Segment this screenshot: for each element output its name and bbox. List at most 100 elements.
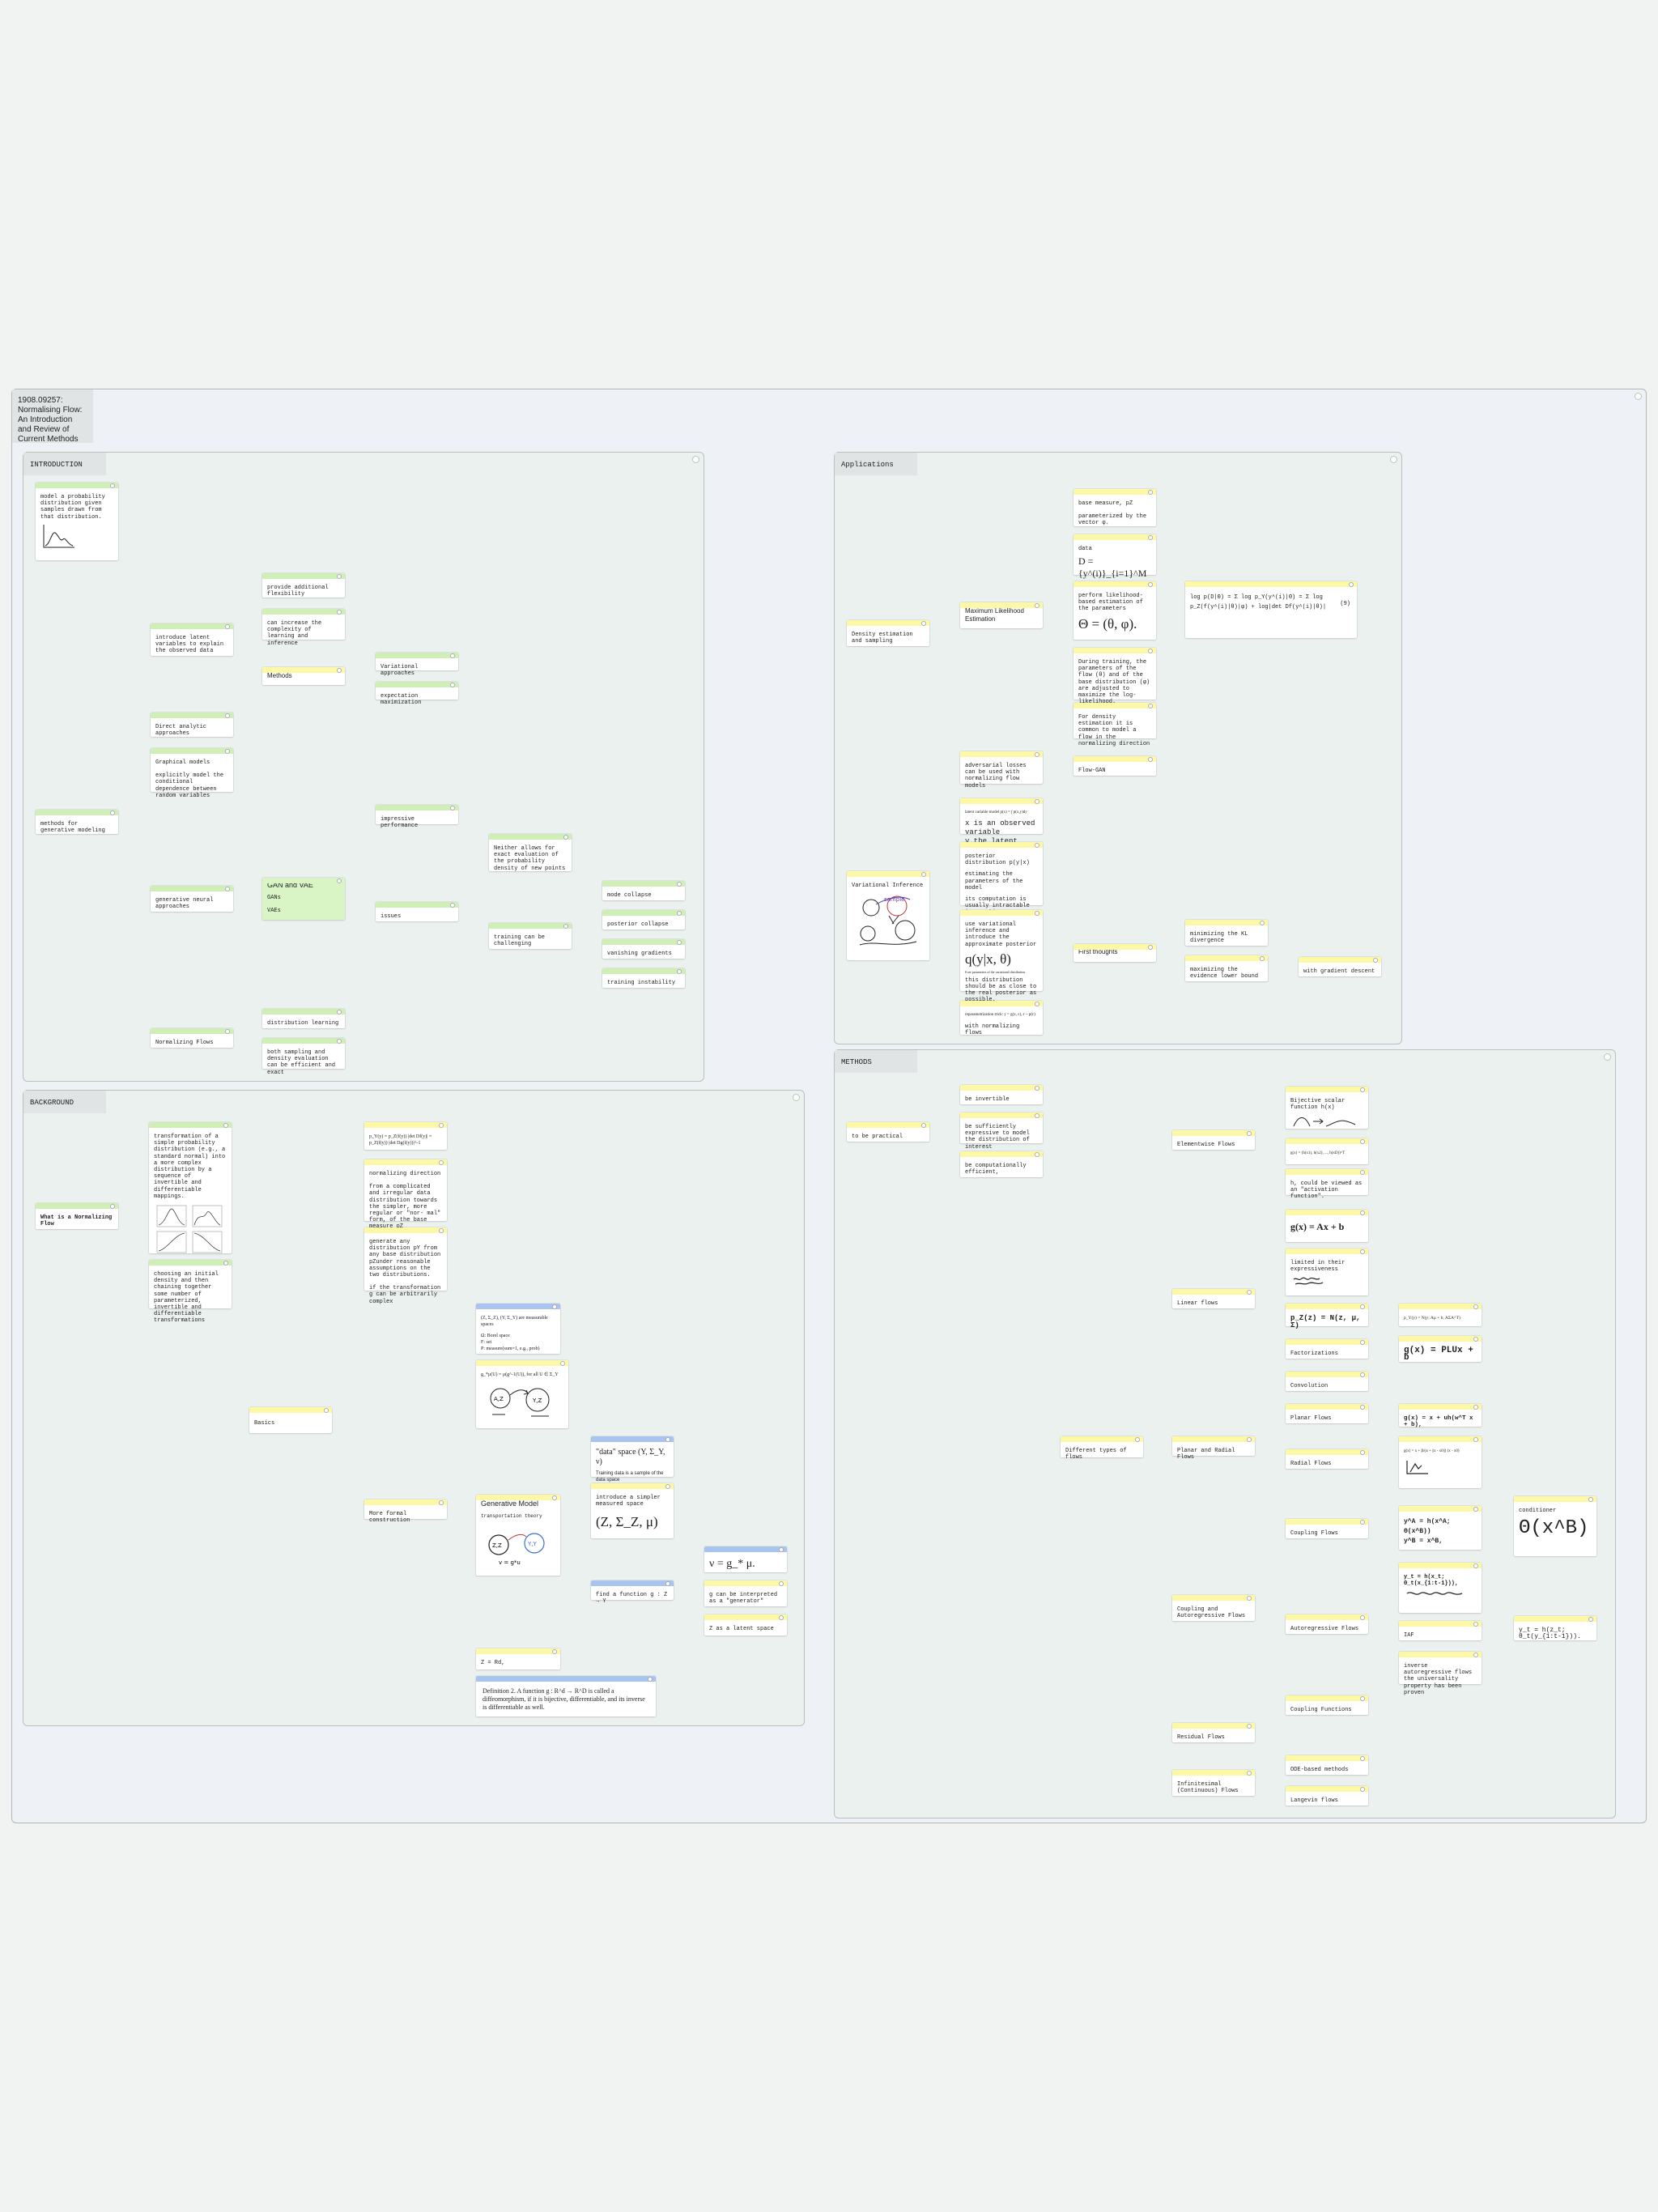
note-linear-eq[interactable]: g(x) = Ax + b — [1286, 1210, 1368, 1242]
note-efficient[interactable]: be computationally efficient, — [960, 1151, 1043, 1177]
note-flow-gan[interactable]: Flow-GAN — [1073, 756, 1156, 776]
note-increase-complexity[interactable]: can increase the complexity of learning … — [262, 609, 345, 647]
note-vanishing-gradients[interactable]: vanishing gradients — [602, 939, 685, 959]
note-coupling-ar[interactable]: Coupling and Autoregressive Flows — [1172, 1595, 1255, 1621]
note-measurable-spaces[interactable]: (Z, Σ_Z), (Y, Σ_Y) are measurable spaces… — [476, 1304, 560, 1354]
note-impressive-performance[interactable]: impressive performance — [376, 805, 458, 829]
note-for-density[interactable]: For density estimation it is common to m… — [1073, 703, 1156, 747]
note-training-instability[interactable]: training instability — [602, 968, 685, 988]
note-ode[interactable]: ODE-based methods — [1286, 1755, 1368, 1775]
note-data-space[interactable]: "data" space (Y, Σ_Y, ν)Training data is… — [591, 1436, 674, 1482]
section-methods: METHODS — [834, 1049, 1616, 1819]
note-posterior-collapse[interactable]: posterior collapse — [602, 910, 685, 929]
note-z-latent[interactable]: Z as a latent space — [704, 1614, 787, 1636]
note-langevin[interactable]: Langevin flows — [1286, 1786, 1368, 1806]
note-planar-eq[interactable]: g(x) = x + uh(w^T x + b), — [1399, 1404, 1482, 1428]
note-generative-neural[interactable]: generative neural approaches — [151, 886, 233, 912]
note-definition-diffeomorphism[interactable]: Definition 2. A function g : R^d → R^D i… — [476, 1676, 656, 1716]
note-elementwise[interactable]: Elementwise Flows — [1172, 1130, 1255, 1150]
note-iaf[interactable]: IAF — [1399, 1621, 1482, 1640]
note-generate-any[interactable]: generate any distribution pY from any ba… — [364, 1227, 447, 1305]
note-residual[interactable]: Residual Flows — [1172, 1723, 1255, 1742]
note-elementwise-eq[interactable]: g(x) = (h(x1), h(x2), ..., h(xD))^T — [1286, 1138, 1368, 1164]
note-introduce-simpler[interactable]: introduce a simpler measured space(Z, Σ_… — [591, 1483, 674, 1538]
note-inverse-ar[interactable]: inverse autoregressive flows the univers… — [1399, 1652, 1482, 1696]
note-z-rd[interactable]: Z = Rd, — [476, 1648, 560, 1670]
note-autoregressive[interactable]: Autoregressive Flows — [1286, 1614, 1368, 1634]
note-planar-flows[interactable]: Planar Flows — [1286, 1404, 1368, 1423]
note-ar-eq[interactable]: y_t = h(x_t; Θ_t(x_{1:t-1})), — [1399, 1563, 1482, 1613]
note-limited[interactable]: limited in their expressiveness — [1286, 1249, 1368, 1295]
note-mode-collapse[interactable]: mode collapse — [602, 881, 685, 900]
note-reparametrization[interactable]: reparametrization trick: y = g(x, ε), ε … — [960, 1001, 1043, 1036]
note-to-be-practical[interactable]: to be practical — [847, 1122, 929, 1142]
note-gradient-descent[interactable]: with gradient descent — [1299, 957, 1381, 976]
note-planar-radial[interactable]: Planar and Radial Flows — [1172, 1436, 1255, 1461]
note-density-estimation[interactable]: Density estimation and sampling — [847, 620, 929, 646]
note-change-of-variables[interactable]: p_Y(y) = p_Z(f(y)) |det Df(y)| = p_Z(f(y… — [364, 1122, 447, 1150]
note-bijective-scalar[interactable]: Bijective scalar function h(x) — [1286, 1087, 1368, 1129]
note-more-formal[interactable]: More formal construction — [364, 1499, 447, 1524]
note-direct-analytic[interactable]: Direct analytic approaches — [151, 713, 233, 737]
note-factorizations[interactable]: Factorizations — [1286, 1339, 1368, 1359]
note-linear-flows[interactable]: Linear flows — [1172, 1289, 1255, 1308]
note-issues[interactable]: issues — [376, 902, 458, 921]
note-activation[interactable]: h, could be viewed as an "activation fun… — [1286, 1169, 1368, 1200]
note-radial-eq[interactable]: g(x) = x + β/(α + ||x - x0||) (x - x0) — [1399, 1436, 1482, 1488]
note-maximizing-elbo[interactable]: maximizing the evidence lower bound — [1185, 955, 1268, 981]
note-expectation-maximization[interactable]: expectation maximization — [376, 682, 458, 706]
note-pz-gaussian[interactable]: p_Z(z) = N(z, μ, Σ) — [1286, 1304, 1368, 1329]
note-sampling-density[interactable]: both sampling and density evaluation can… — [262, 1038, 345, 1076]
note-py-gaussian[interactable]: p_Y(y) = N(y; Aμ + b, AΣA^T) — [1399, 1304, 1482, 1326]
note-use-vi[interactable]: use variational inference and introduce … — [960, 910, 1043, 1003]
note-minimizing-kl[interactable]: minimizing the KL divergence — [1185, 920, 1268, 946]
note-additional-flexibility[interactable]: provide additional flexibility — [262, 573, 345, 598]
note-nu-pushforward[interactable]: ν = g_* μ. — [704, 1546, 787, 1572]
node-methods[interactable]: Methods — [262, 667, 345, 685]
note-convolution[interactable]: Convolution — [1286, 1372, 1368, 1391]
note-transformation[interactable]: transformation of a simple probability d… — [149, 1122, 232, 1277]
note-variational-approaches[interactable]: Variational approaches — [376, 653, 458, 677]
note-posterior[interactable]: posterior distribution p(y|x)estimating … — [960, 842, 1043, 916]
note-find-function[interactable]: find a function g : Z → Y — [591, 1580, 674, 1605]
note-latent-vars[interactable]: introduce latent variables to explain th… — [151, 623, 233, 656]
node-mle[interactable]: Maximum Likelihood Estimation — [960, 602, 1043, 628]
note-methods-generative[interactable]: methods for generative modeling — [36, 810, 118, 834]
note-coupling-eq[interactable]: y^A = h(x^A; Θ(x^B))y^B = x^B, — [1399, 1506, 1482, 1550]
note-adversarial[interactable]: adversarial losses can be used with norm… — [960, 751, 1043, 789]
note-plu-eq[interactable]: g(x) = PLUx + b — [1399, 1336, 1482, 1363]
note-expressive[interactable]: be sufficiently expressive to model the … — [960, 1112, 1043, 1151]
note-perform-mle[interactable]: perform likelihood-based estimation of t… — [1073, 581, 1156, 640]
note-coupling-functions[interactable]: Coupling Functions — [1286, 1695, 1368, 1715]
note-invertible[interactable]: be invertible — [960, 1085, 1043, 1104]
note-log-likelihood[interactable]: log p(D|Θ) = Σ log p_Y(y^(i)|Θ) = Σ log … — [1185, 581, 1357, 638]
note-coupling-flows[interactable]: Coupling Flows — [1286, 1519, 1368, 1538]
note-infinitesimal[interactable]: Infinitesimal (Continuous) Flows — [1172, 1770, 1255, 1796]
note-generative-model[interactable]: Generative Model transportation theory Z… — [476, 1495, 560, 1576]
node-basics[interactable]: Basics — [249, 1407, 332, 1433]
note-during-training[interactable]: During training, the parameters of the f… — [1073, 648, 1156, 705]
note-what-is-nf[interactable]: What is a Normalizing Flow — [36, 1203, 118, 1229]
node-first-thoughts[interactable]: First thoughts — [1073, 944, 1156, 962]
note-iaf-eq[interactable]: y_t = h(z_t; θ_t(y_{1:t-1})). — [1514, 1616, 1596, 1640]
note-different-types[interactable]: Different types of flows — [1061, 1436, 1143, 1461]
note-normalizing-flows[interactable]: Normalizing Flows — [151, 1028, 233, 1048]
svg-text:Z,Z: Z,Z — [492, 1542, 502, 1549]
note-training-challenging[interactable]: training can be challenging — [489, 923, 572, 949]
svg-text:Y,Z: Y,Z — [532, 1397, 542, 1404]
note-pushforward-measure[interactable]: g_*μ(U) = μ(g^-1(U)), for all U ∈ Σ_Y A,… — [476, 1360, 568, 1428]
note-neither-exact[interactable]: Neither allows for exact evaluation of t… — [489, 834, 572, 872]
note-model-probability[interactable]: model a probability distribution given s… — [36, 483, 118, 560]
note-choosing-density[interactable]: choosing an initial density and then cha… — [149, 1260, 232, 1324]
note-g-generator[interactable]: g can be interpreted as a "generator" — [704, 1580, 787, 1606]
note-radial-flows[interactable]: Radial Flows — [1286, 1449, 1368, 1469]
note-distribution-learning[interactable]: distribution learning — [262, 1009, 345, 1028]
note-variational-inference[interactable]: Variational Inference sample — [847, 871, 929, 960]
